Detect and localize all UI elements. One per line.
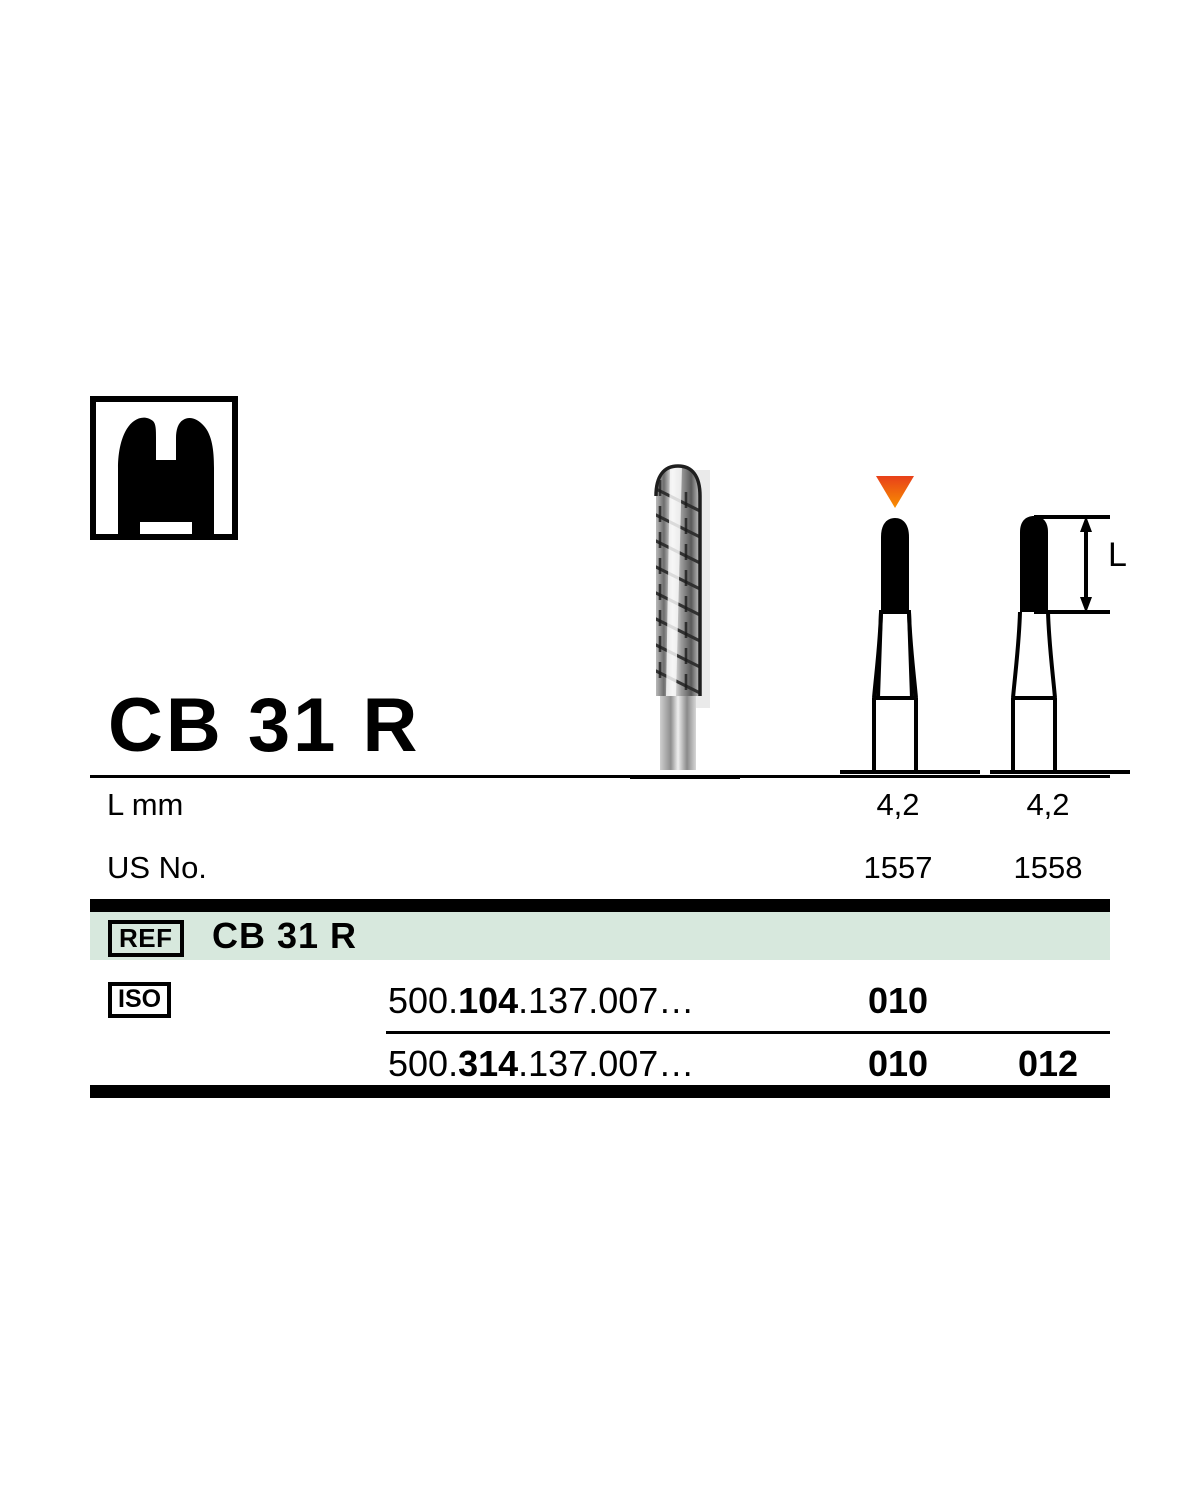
tooth-cavity-preparation-icon bbox=[96, 402, 232, 534]
shape-indication-icon-box bbox=[90, 396, 238, 540]
ref-band: REF CB 31 R bbox=[90, 912, 1110, 960]
rule-under-title bbox=[90, 775, 1110, 778]
iso-code-1: 500.104.137.007… bbox=[388, 975, 694, 1027]
dimension-arrow bbox=[1080, 516, 1092, 613]
bur-photograph bbox=[630, 440, 740, 780]
table-row: 500.104.137.007… 010 bbox=[0, 975, 1200, 1027]
table-row: 500.314.137.007… 010 012 bbox=[0, 1038, 1200, 1090]
iso-tag: ISO bbox=[108, 982, 172, 1018]
dimension-label-L: L bbox=[1108, 536, 1127, 574]
rule-iso-divider bbox=[386, 1031, 1110, 1034]
spec-value-us-no-1: 1557 bbox=[863, 850, 933, 885]
spec-label-length: L mm bbox=[107, 787, 184, 822]
bur-schematic-2 bbox=[990, 470, 1130, 782]
iso-code-2-prefix: 500. bbox=[388, 1043, 459, 1084]
spec-label-us-no: US No. bbox=[107, 850, 207, 885]
iso-code-1-bold: 104 bbox=[458, 980, 519, 1021]
rule-bottom bbox=[90, 1085, 1110, 1098]
ref-value: CB 31 R bbox=[212, 915, 358, 956]
iso-value-2-1: 010 bbox=[867, 1043, 929, 1084]
iso-code-2: 500.314.137.007… bbox=[388, 1038, 694, 1090]
iso-code-2-suffix: .137.007… bbox=[518, 1043, 695, 1084]
ref-tag: REF bbox=[108, 920, 184, 957]
orange-triangle-marker bbox=[876, 476, 914, 508]
iso-value-1-1: 010 bbox=[867, 980, 929, 1021]
spec-value-us-no-2: 1558 bbox=[1013, 850, 1083, 885]
spec-value-length-2: 4,2 bbox=[1026, 787, 1070, 822]
rule-above-ref-band bbox=[90, 899, 1110, 912]
table-row: L mm 4,2 4,2 bbox=[0, 782, 1200, 828]
spec-value-length-1: 4,2 bbox=[876, 787, 920, 822]
bur-schematic-1 bbox=[840, 470, 980, 782]
iso-code-1-prefix: 500. bbox=[388, 980, 459, 1021]
iso-code-1-suffix: .137.007… bbox=[518, 980, 695, 1021]
iso-value-2-2: 012 bbox=[1017, 1043, 1079, 1084]
iso-code-2-bold: 314 bbox=[458, 1043, 519, 1084]
page-title: CB 31 R bbox=[108, 683, 421, 768]
table-row: US No. 1557 1558 bbox=[0, 845, 1200, 891]
